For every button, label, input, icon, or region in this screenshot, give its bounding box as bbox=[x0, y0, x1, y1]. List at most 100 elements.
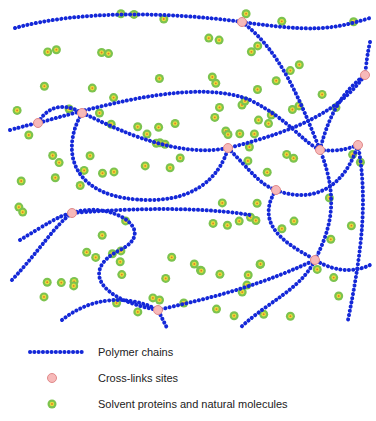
solvent-molecule bbox=[320, 92, 325, 97]
solvent-molecule bbox=[265, 170, 270, 175]
solvent-molecules bbox=[13, 9, 365, 321]
solvent-molecule bbox=[258, 262, 263, 267]
solvent-molecule bbox=[247, 145, 252, 150]
solvent-molecule bbox=[289, 70, 291, 72]
solvent-molecule bbox=[98, 231, 107, 240]
solvent-molecule bbox=[43, 47, 52, 56]
solvent-molecule bbox=[290, 107, 295, 112]
solvent-molecule bbox=[91, 87, 93, 89]
solvent-molecule bbox=[255, 87, 260, 92]
solvent-molecule bbox=[17, 177, 26, 186]
solvent-molecule bbox=[277, 17, 286, 26]
solvent-molecule bbox=[217, 105, 222, 110]
solvent-molecule bbox=[297, 62, 302, 67]
solvent-molecule bbox=[58, 162, 60, 164]
solvent-molecule bbox=[89, 155, 91, 157]
solvent-molecule bbox=[152, 297, 154, 299]
solvent-molecule bbox=[217, 38, 222, 43]
solvent-molecule bbox=[254, 133, 256, 135]
solvent-molecule bbox=[95, 109, 104, 118]
solvent-molecule bbox=[290, 315, 292, 317]
solvent-molecule bbox=[120, 272, 125, 277]
solvent-molecule bbox=[233, 315, 235, 317]
solvent-molecule bbox=[99, 112, 101, 114]
solvent-molecule bbox=[256, 118, 261, 123]
solvent-molecule bbox=[83, 170, 85, 172]
solvent-molecule bbox=[121, 274, 123, 276]
solvent-molecule bbox=[256, 260, 265, 269]
solvent-molecule bbox=[179, 157, 181, 159]
solvent-molecule bbox=[214, 117, 216, 119]
solvent-molecule bbox=[116, 257, 125, 266]
solvent-molecule bbox=[214, 81, 219, 86]
solvent-molecule bbox=[347, 221, 356, 230]
solvent-molecule bbox=[260, 263, 262, 265]
solvent-molecule bbox=[245, 13, 247, 15]
solvent-molecule bbox=[176, 154, 185, 163]
solvent-molecule bbox=[264, 119, 273, 128]
solvent-molecule bbox=[239, 133, 241, 135]
solvent-molecule bbox=[227, 134, 229, 136]
solvent-molecule bbox=[238, 220, 240, 222]
solvent-molecule bbox=[256, 202, 258, 204]
solvent-molecule bbox=[326, 235, 335, 244]
solvent-molecule bbox=[82, 168, 87, 173]
solvent-molecule bbox=[292, 109, 294, 111]
solvent-molecule bbox=[241, 291, 243, 293]
solvent-molecule bbox=[44, 85, 46, 87]
solvent-molecule bbox=[281, 20, 283, 22]
solvent-molecule bbox=[174, 123, 176, 125]
solvent-molecule bbox=[171, 256, 173, 258]
solvent-molecule bbox=[293, 220, 295, 222]
solvent-molecule bbox=[253, 199, 262, 208]
solvent-molecule bbox=[330, 238, 332, 240]
solvent-molecule bbox=[218, 39, 220, 41]
solvent-molecule bbox=[313, 265, 322, 274]
solvent-molecule bbox=[235, 129, 244, 138]
solvent-molecule bbox=[244, 271, 253, 280]
solvent-molecule bbox=[157, 298, 162, 303]
solvent-molecule bbox=[220, 201, 225, 206]
solvent-molecule bbox=[292, 219, 297, 224]
solvent-molecule bbox=[225, 223, 230, 228]
solvent-molecule bbox=[268, 123, 270, 125]
solvent-molecule bbox=[141, 161, 150, 170]
solvent-molecule bbox=[43, 296, 45, 298]
solvent-molecule bbox=[137, 126, 139, 128]
solvent-molecule bbox=[333, 277, 335, 279]
solvent-molecule bbox=[190, 260, 199, 269]
solvent-molecule bbox=[207, 36, 212, 41]
solvent-molecule bbox=[255, 44, 260, 49]
solvent-molecule bbox=[16, 110, 18, 112]
solvent-molecule bbox=[156, 125, 161, 130]
solvent-molecule bbox=[169, 255, 174, 260]
solvent-molecule bbox=[20, 180, 22, 182]
solvent-molecule bbox=[338, 295, 340, 297]
solvent-molecule bbox=[210, 75, 215, 80]
solvent-molecule bbox=[266, 171, 268, 173]
solvent-molecule bbox=[275, 80, 277, 82]
solvent-molecule bbox=[200, 270, 202, 272]
solvent-molecule bbox=[93, 255, 98, 260]
solvent-molecule bbox=[90, 86, 95, 91]
solvent-molecule bbox=[109, 93, 118, 102]
polymer-chains bbox=[10, 14, 370, 330]
solvent-molecule bbox=[226, 132, 231, 137]
solvent-molecule bbox=[173, 121, 178, 126]
solvent-molecule bbox=[18, 206, 20, 208]
solvent-molecule bbox=[98, 169, 107, 178]
solvent-molecule bbox=[255, 201, 260, 206]
solvent-molecule bbox=[106, 51, 111, 56]
solvent-molecule bbox=[52, 45, 61, 54]
solvent-molecule bbox=[277, 224, 286, 233]
solvent-molecule bbox=[197, 266, 206, 275]
solvent-molecule bbox=[73, 285, 75, 287]
solvent-molecule bbox=[244, 11, 249, 16]
solvent-molecule bbox=[215, 36, 224, 45]
solvent-molecule bbox=[251, 216, 260, 225]
solvent-molecule bbox=[54, 177, 56, 179]
solvent-molecule bbox=[15, 108, 20, 113]
solvent-molecule bbox=[162, 17, 167, 22]
solvent-molecule bbox=[316, 269, 318, 271]
